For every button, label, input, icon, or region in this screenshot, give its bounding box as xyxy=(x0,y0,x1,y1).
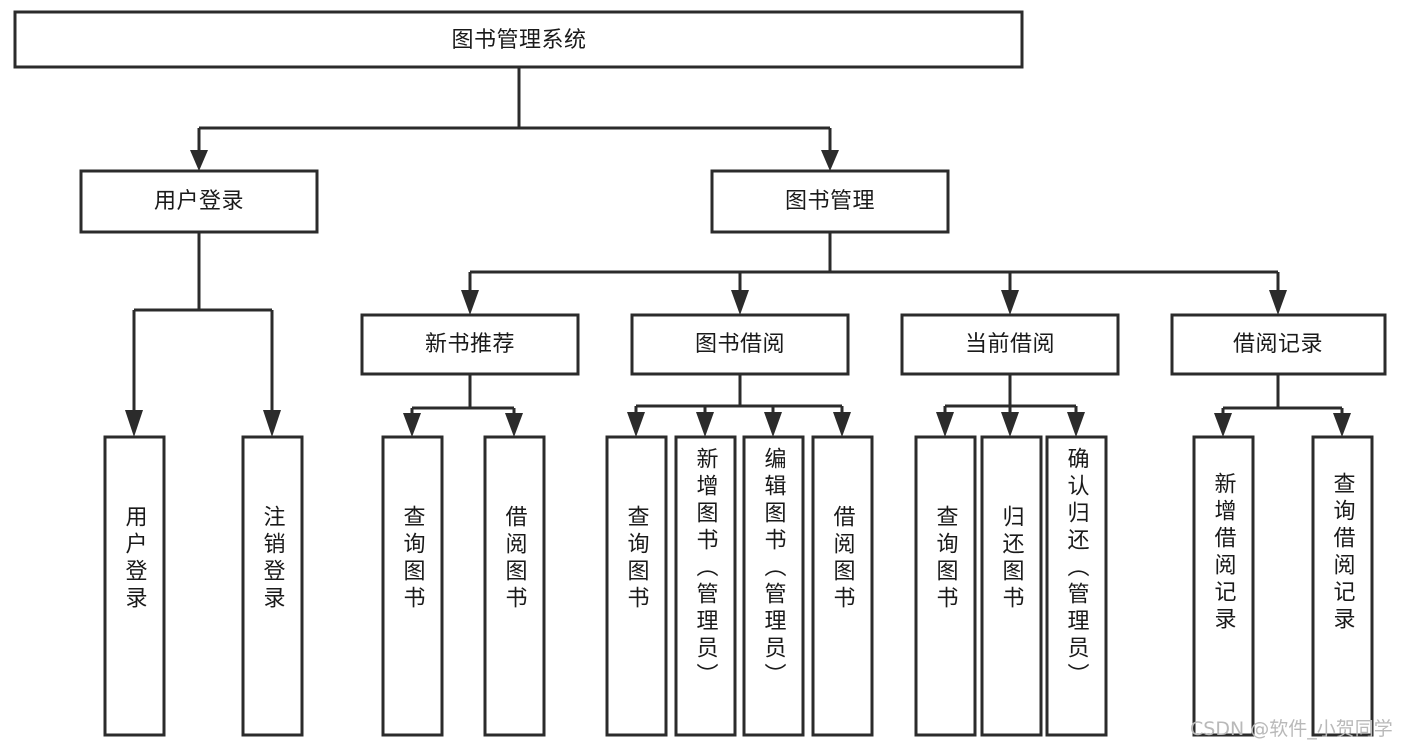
arrow-head-leaf-add-book xyxy=(696,412,714,437)
arrow-head-leaf-query-book-2 xyxy=(627,412,645,437)
node-leaf-add-record-label: 新增借阅记录 xyxy=(1211,472,1237,634)
node-user-login[interactable]: 用户登录 xyxy=(79,169,319,234)
node-leaf-add-record-box[interactable] xyxy=(1192,435,1255,737)
node-user-login-box[interactable] xyxy=(79,169,319,234)
arrow-head-current-borrow xyxy=(1001,290,1019,315)
node-book-manage-box[interactable] xyxy=(710,169,950,234)
node-leaf-confirm-return-label: 确认归还（管理员） xyxy=(1064,447,1090,690)
node-leaf-borrow-book-2-box[interactable] xyxy=(811,435,874,737)
node-root[interactable]: 图书管理系统 xyxy=(13,10,1024,69)
node-borrow-record[interactable]: 借阅记录 xyxy=(1170,313,1387,376)
node-leaf-confirm-return-box[interactable] xyxy=(1045,435,1108,737)
node-leaf-add-record[interactable]: 新增借阅记录 xyxy=(1192,435,1255,737)
node-leaf-query-record[interactable]: 查询借阅记录 xyxy=(1311,435,1374,737)
arrow-head-borrow-record xyxy=(1269,290,1287,315)
node-leaf-borrow-book-1-label: 借阅图书 xyxy=(502,505,528,613)
node-leaf-borrow-book-1[interactable]: 借阅图书 xyxy=(483,435,546,737)
node-leaf-query-book-3-box[interactable] xyxy=(914,435,977,737)
node-leaf-query-record-box[interactable] xyxy=(1311,435,1374,737)
node-leaf-edit-book-label: 编辑图书（管理员） xyxy=(761,447,787,690)
node-leaf-query-book-1-label: 查询图书 xyxy=(400,505,426,613)
node-leaf-add-book-box[interactable] xyxy=(674,435,737,737)
node-root-label: 图书管理系统 xyxy=(451,28,586,53)
node-borrow-record-label: 借阅记录 xyxy=(1233,332,1323,357)
node-root-box[interactable] xyxy=(13,10,1024,69)
node-leaf-user-login-box[interactable] xyxy=(103,435,166,737)
node-leaf-query-book-3[interactable]: 查询图书 xyxy=(914,435,977,737)
node-new-book-rec[interactable]: 新书推荐 xyxy=(360,313,580,376)
node-leaf-query-book-1-box[interactable] xyxy=(381,435,444,737)
node-leaf-add-book-label: 新增图书（管理员） xyxy=(693,447,719,690)
node-leaf-query-book-2-box[interactable] xyxy=(605,435,668,737)
node-leaf-edit-book-box[interactable] xyxy=(742,435,805,737)
arrow-head-leaf-borrow-book-1 xyxy=(505,413,523,437)
node-leaf-query-book-2-label: 查询图书 xyxy=(624,505,650,613)
node-leaf-logout[interactable]: 注销登录 xyxy=(241,435,304,737)
node-leaf-query-book-3-label: 查询图书 xyxy=(933,505,959,613)
arrow-head-leaf-return-book xyxy=(1001,412,1019,437)
arrow-head-leaf-query-book-3 xyxy=(936,412,954,437)
node-book-manage-label: 图书管理 xyxy=(785,189,875,214)
node-leaf-query-record-label: 查询借阅记录 xyxy=(1330,472,1356,634)
arrow-head-leaf-logout xyxy=(263,410,281,437)
node-leaf-borrow-book-2-label: 借阅图书 xyxy=(830,505,856,613)
node-leaf-add-book[interactable]: 新增图书（管理员） xyxy=(674,435,737,737)
arrow-head-book-manage xyxy=(821,150,839,171)
node-leaf-user-login-label: 用户登录 xyxy=(122,505,148,613)
node-leaf-confirm-return[interactable]: 确认归还（管理员） xyxy=(1045,435,1108,737)
node-leaf-return-book[interactable]: 归还图书 xyxy=(980,435,1043,737)
arrow-head-leaf-query-record xyxy=(1333,413,1351,437)
node-book-manage[interactable]: 图书管理 xyxy=(710,169,950,234)
node-borrow-record-box[interactable] xyxy=(1170,313,1387,376)
arrow-head-leaf-user-login xyxy=(125,410,143,437)
node-current-borrow[interactable]: 当前借阅 xyxy=(900,313,1120,376)
arrow-head-leaf-query-book-1 xyxy=(403,413,421,437)
node-leaf-return-book-box[interactable] xyxy=(980,435,1043,737)
edges-group xyxy=(125,67,1351,437)
arrow-head-book-borrow xyxy=(731,290,749,315)
arrow-head-leaf-add-record xyxy=(1214,413,1232,437)
node-leaf-logout-box[interactable] xyxy=(241,435,304,737)
node-leaf-return-book-label: 归还图书 xyxy=(999,505,1025,613)
node-leaf-logout-label: 注销登录 xyxy=(260,505,286,613)
arrow-head-new-book-rec xyxy=(461,290,479,315)
node-current-borrow-box[interactable] xyxy=(900,313,1120,376)
node-new-book-rec-box[interactable] xyxy=(360,313,580,376)
node-leaf-borrow-book-1-box[interactable] xyxy=(483,435,546,737)
node-book-borrow[interactable]: 图书借阅 xyxy=(630,313,850,376)
node-leaf-user-login[interactable]: 用户登录 xyxy=(103,435,166,737)
arrow-head-leaf-confirm-return xyxy=(1067,412,1085,437)
node-book-borrow-label: 图书借阅 xyxy=(695,332,785,357)
node-leaf-borrow-book-2[interactable]: 借阅图书 xyxy=(811,435,874,737)
node-leaf-query-book-1[interactable]: 查询图书 xyxy=(381,435,444,737)
node-leaf-query-book-2[interactable]: 查询图书 xyxy=(605,435,668,737)
node-new-book-rec-label: 新书推荐 xyxy=(425,332,515,357)
node-current-borrow-label: 当前借阅 xyxy=(965,332,1055,357)
node-user-login-label: 用户登录 xyxy=(154,189,244,214)
arrow-head-leaf-borrow-book-2 xyxy=(833,412,851,437)
node-leaf-edit-book[interactable]: 编辑图书（管理员） xyxy=(742,435,805,737)
arrow-head-user-login xyxy=(190,150,208,171)
arrow-head-leaf-edit-book xyxy=(764,412,782,437)
node-book-borrow-box[interactable] xyxy=(630,313,850,376)
